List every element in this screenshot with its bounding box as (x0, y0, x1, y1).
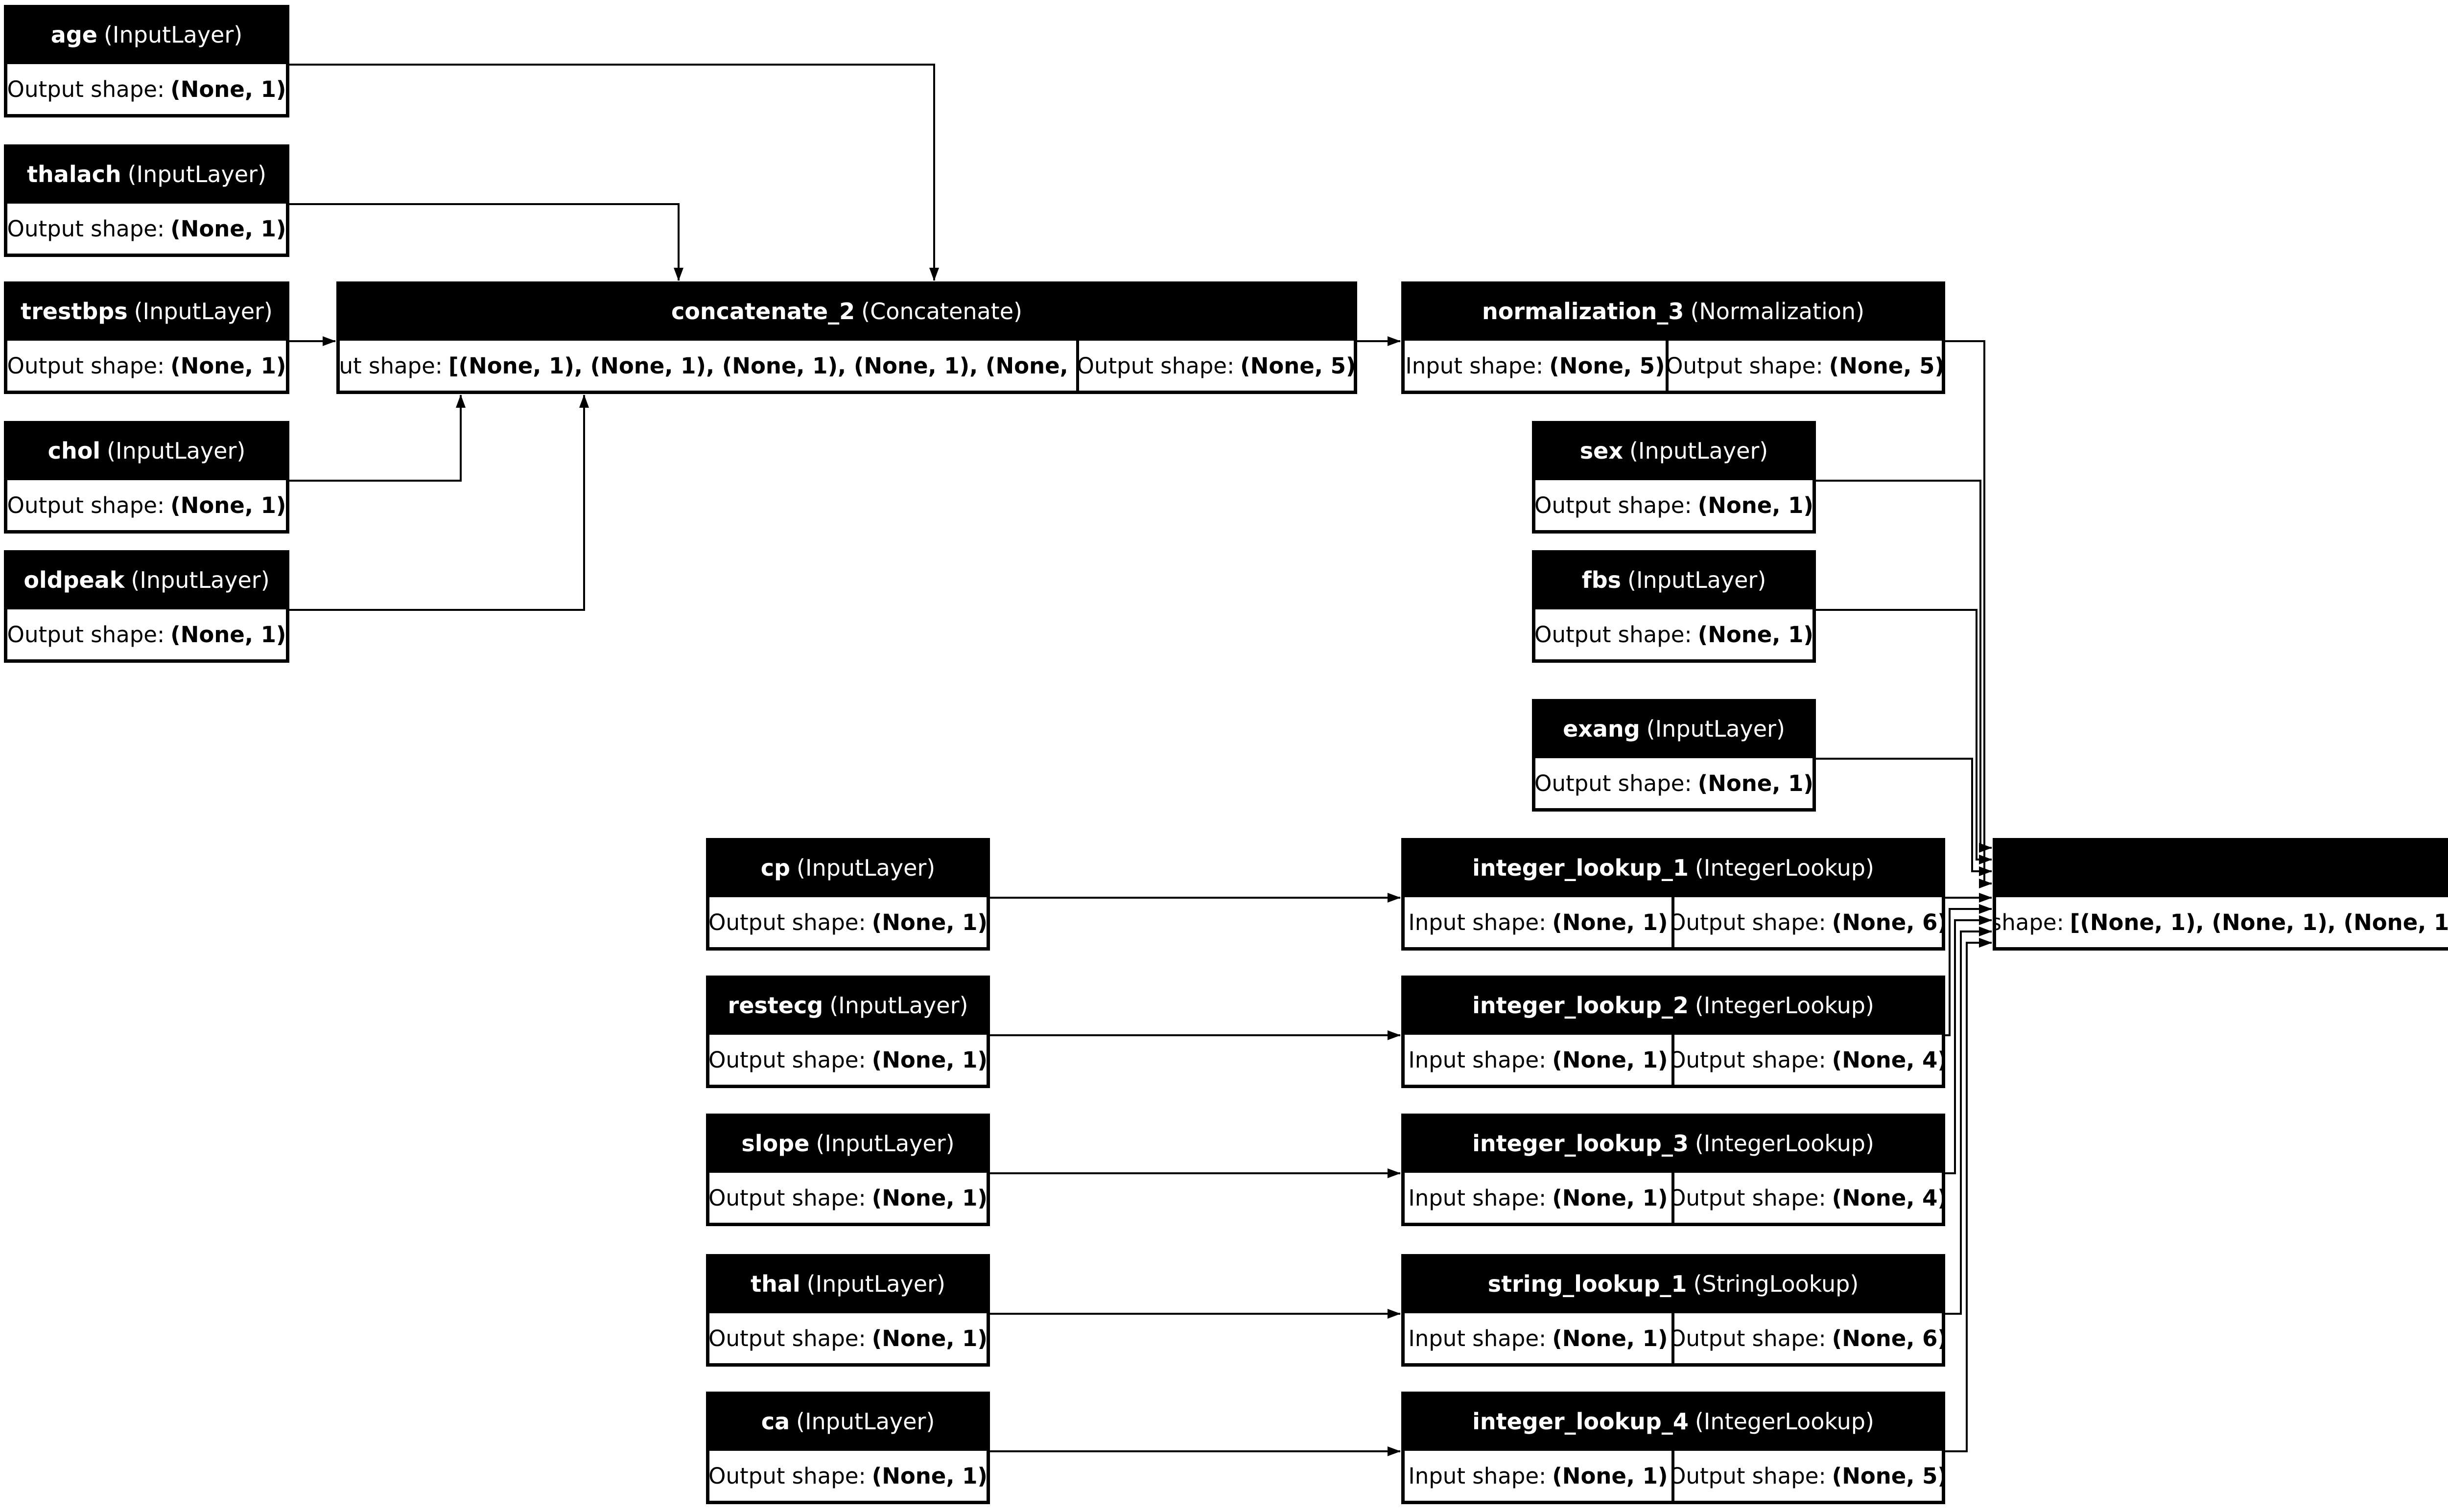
edge-integer_lookup_2-to-concatenate_3 (1945, 904, 1992, 1036)
node-exang-title: exang(InputLayer) (1563, 716, 1785, 742)
node-sex: sex(InputLayer) Output shape:(None, 1) (1532, 421, 1816, 534)
edge-integer_lookup_3-to-concatenate_3 (1945, 915, 1992, 1174)
node-concatenate_2-input-shape: Input shape:[(None, 1), (None, 1), (None… (340, 341, 1076, 391)
node-integer_lookup_4-output-shape: Output shape:(None, 5) (1674, 1451, 1942, 1501)
node-integer_lookup_4: integer_lookup_4(IntegerLookup) Input sh… (1401, 1392, 1945, 1504)
node-ca: ca(InputLayer) Output shape:(None, 1) (706, 1392, 990, 1504)
node-concatenate_2: concatenate_2(Concatenate) Input shape:[… (336, 281, 1357, 394)
node-chol: chol(InputLayer) Output shape:(None, 1) (4, 421, 289, 534)
edge-exang-to-concatenate_3 (1816, 758, 1992, 876)
edge-sex-to-concatenate_3 (1816, 480, 1992, 853)
node-integer_lookup_1-output-shape: Output shape:(None, 6) (1674, 897, 1942, 947)
edge-chol-to-concatenate_2 (289, 395, 466, 482)
edge-string_lookup_1-to-concatenate_3 (1945, 927, 1992, 1315)
node-restecg-output-shape: Output shape:(None, 1) (709, 1035, 987, 1085)
node-age-output-shape: Output shape:(None, 1) (7, 64, 286, 114)
node-exang: exang(InputLayer) Output shape:(None, 1) (1532, 699, 1816, 812)
edge-age-to-concatenate_2 (289, 64, 939, 281)
node-normalization_3-output-shape: Output shape:(None, 5) (1669, 341, 1942, 391)
node-fbs-title: fbs(InputLayer) (1581, 567, 1766, 593)
node-trestbps-title: trestbps(InputLayer) (21, 298, 273, 325)
node-cp: cp(InputLayer) Output shape:(None, 1) (706, 838, 990, 951)
node-integer_lookup_2: integer_lookup_2(IntegerLookup) Input sh… (1401, 976, 1945, 1088)
node-concatenate_3: concatenate_3(Concatenate) Input shape:[… (1993, 838, 2448, 951)
edge-oldpeak-to-concatenate_2 (289, 395, 589, 611)
node-oldpeak: oldpeak(InputLayer) Output shape:(None, … (4, 550, 289, 663)
node-ca-output-shape: Output shape:(None, 1) (709, 1451, 987, 1501)
node-normalization_3: normalization_3(Normalization) Input sha… (1401, 281, 1945, 394)
node-normalization_3-input-shape: Input shape:(None, 5) (1405, 341, 1666, 391)
node-exang-output-shape: Output shape:(None, 1) (1535, 758, 1812, 808)
node-trestbps: trestbps(InputLayer) Output shape:(None,… (4, 281, 289, 394)
node-integer_lookup_2-output-shape: Output shape:(None, 4) (1674, 1035, 1942, 1085)
edge-normalization_3-to-concatenate_3 (1945, 340, 1992, 888)
node-integer_lookup_1-title: integer_lookup_1(IntegerLookup) (1472, 855, 1874, 881)
node-normalization_3-title: normalization_3(Normalization) (1482, 298, 1865, 325)
node-cp-title: cp(InputLayer) (760, 855, 936, 881)
node-concatenate_3-title: concatenate_3(Concatenate) (1996, 841, 2448, 894)
node-string_lookup_1-title: string_lookup_1(StringLookup) (1487, 1271, 1859, 1297)
node-integer_lookup_1: integer_lookup_1(IntegerLookup) Input sh… (1401, 838, 1945, 951)
node-trestbps-output-shape: Output shape:(None, 1) (7, 341, 286, 391)
node-restecg: restecg(InputLayer) Output shape:(None, … (706, 976, 990, 1088)
node-concatenate_3-input-shape: Input shape:[(None, 1), (None, 1), (None… (1996, 897, 2448, 947)
node-oldpeak-title: oldpeak(InputLayer) (24, 567, 270, 593)
node-string_lookup_1-input-shape: Input shape:(None, 1) (1405, 1313, 1671, 1363)
node-thalach-output-shape: Output shape:(None, 1) (7, 204, 286, 254)
node-integer_lookup_3: integer_lookup_3(IntegerLookup) Input sh… (1401, 1114, 1945, 1226)
node-sex-output-shape: Output shape:(None, 1) (1535, 480, 1812, 530)
node-integer_lookup_2-title: integer_lookup_2(IntegerLookup) (1472, 992, 1874, 1019)
node-oldpeak-output-shape: Output shape:(None, 1) (7, 609, 286, 659)
node-integer_lookup_3-output-shape: Output shape:(None, 4) (1674, 1173, 1942, 1223)
node-age-title: age(InputLayer) (50, 22, 243, 48)
node-cp-output-shape: Output shape:(None, 1) (709, 897, 987, 947)
edge-integer_lookup_4-to-concatenate_3 (1945, 938, 1992, 1452)
node-sex-title: sex(InputLayer) (1579, 438, 1768, 464)
node-string_lookup_1-output-shape: Output shape:(None, 6) (1674, 1313, 1942, 1363)
node-ca-title: ca(InputLayer) (761, 1408, 935, 1435)
node-slope-output-shape: Output shape:(None, 1) (709, 1173, 987, 1223)
node-thal-output-shape: Output shape:(None, 1) (709, 1313, 987, 1363)
node-integer_lookup_3-input-shape: Input shape:(None, 1) (1405, 1173, 1671, 1223)
edge-fbs-to-concatenate_3 (1816, 609, 1992, 864)
node-fbs: fbs(InputLayer) Output shape:(None, 1) (1532, 550, 1816, 663)
node-concatenate_2-title: concatenate_2(Concatenate) (671, 298, 1022, 325)
node-thalach: thalach(InputLayer) Output shape:(None, … (4, 144, 289, 257)
edge-thalach-to-concatenate_2 (289, 203, 683, 281)
node-concatenate_2-output-shape: Output shape:(None, 5) (1079, 341, 1354, 391)
node-thal-title: thal(InputLayer) (751, 1271, 945, 1297)
node-integer_lookup_1-input-shape: Input shape:(None, 1) (1405, 897, 1671, 947)
node-integer_lookup_3-title: integer_lookup_3(IntegerLookup) (1472, 1130, 1874, 1157)
node-thal: thal(InputLayer) Output shape:(None, 1) (706, 1254, 990, 1367)
node-integer_lookup_4-title: integer_lookup_4(IntegerLookup) (1472, 1408, 1874, 1435)
node-thalach-title: thalach(InputLayer) (27, 161, 266, 187)
node-fbs-output-shape: Output shape:(None, 1) (1535, 609, 1812, 659)
node-chol-output-shape: Output shape:(None, 1) (7, 480, 286, 530)
node-integer_lookup_4-input-shape: Input shape:(None, 1) (1405, 1451, 1671, 1501)
node-restecg-title: restecg(InputLayer) (728, 992, 968, 1019)
node-slope-title: slope(InputLayer) (741, 1130, 955, 1157)
node-age: age(InputLayer) Output shape:(None, 1) (4, 5, 289, 117)
node-slope: slope(InputLayer) Output shape:(None, 1) (706, 1114, 990, 1226)
node-string_lookup_1: string_lookup_1(StringLookup) Input shap… (1401, 1254, 1945, 1367)
node-integer_lookup_2-input-shape: Input shape:(None, 1) (1405, 1035, 1671, 1085)
node-chol-title: chol(InputLayer) (47, 438, 246, 464)
